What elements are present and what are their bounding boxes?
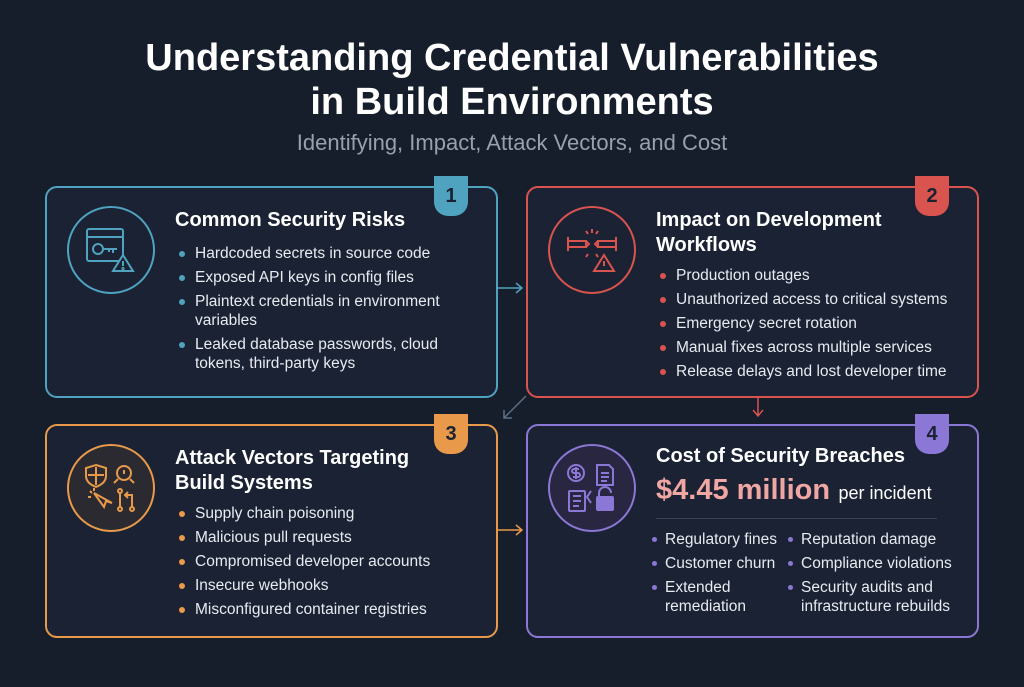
step-badge-3: 3 bbox=[434, 414, 468, 454]
dollar-document-clipboard-lock-icon bbox=[548, 444, 636, 532]
cost-list-left: Regulatory fines Customer churn Extended… bbox=[652, 530, 782, 621]
impact-list: Production outages Unauthorized access t… bbox=[658, 266, 978, 386]
list-item: Exposed API keys in config files bbox=[177, 268, 477, 287]
list-item: Compliance violations bbox=[788, 554, 963, 573]
card-title: Common Security Risks bbox=[175, 209, 406, 231]
card-cost-of-breaches: 4 Cost of Security Breaches $4.45 millio… bbox=[526, 414, 979, 638]
card-title: Attack Vectors Targeting Build Systems bbox=[175, 447, 410, 494]
cost-amount: $4.45 million bbox=[656, 474, 831, 506]
list-item: Malicious pull requests bbox=[177, 528, 497, 547]
connector-arrow-2-3 bbox=[503, 395, 527, 419]
attack-vector-list: Supply chain poisoning Malicious pull re… bbox=[177, 504, 497, 624]
list-item: Reputation damage bbox=[788, 530, 963, 549]
card-impact-development-workflows: 2 Impact on Development Workflows Produc… bbox=[526, 176, 979, 398]
list-item: Leaked database passwords, cloud tokens,… bbox=[177, 335, 477, 373]
list-item: Customer churn bbox=[652, 554, 782, 573]
page-subtitle: Identifying, Impact, Attack Vectors, and… bbox=[296, 130, 728, 155]
shield-bug-cursor-pullrequest-icon bbox=[67, 444, 155, 532]
list-item: Manual fixes across multiple services bbox=[658, 338, 978, 357]
step-badge-2: 2 bbox=[915, 176, 949, 216]
cost-list-right: Reputation damage Compliance violations … bbox=[788, 530, 963, 621]
list-item: Compromised developer accounts bbox=[177, 552, 497, 571]
list-item: Production outages bbox=[658, 266, 978, 285]
title-line-1: Understanding Credential Vulnerabilities bbox=[145, 37, 879, 79]
connector-arrow-1-2 bbox=[498, 282, 524, 294]
page-title: Understanding Credential Vulnerabilities… bbox=[0, 36, 1024, 124]
step-badge-4: 4 bbox=[915, 414, 949, 454]
card-common-security-risks: 1 Common Security Risks Hardcoded secret… bbox=[45, 176, 498, 398]
list-item: Security audits and infrastructure rebui… bbox=[788, 578, 963, 616]
list-item: Release delays and lost developer time bbox=[658, 362, 978, 381]
card-title: Cost of Security Breaches bbox=[656, 445, 905, 467]
cost-figure: $4.45 million per incident bbox=[656, 474, 932, 507]
title-line-2: in Build Environments bbox=[310, 81, 714, 123]
list-item: Misconfigured container registries bbox=[177, 600, 497, 619]
cost-suffix: per incident bbox=[838, 483, 932, 503]
list-item: Emergency secret rotation bbox=[658, 314, 978, 333]
list-item: Extended remediation bbox=[652, 578, 755, 616]
risk-list: Hardcoded secrets in source code Exposed… bbox=[177, 244, 477, 378]
step-badge-1: 1 bbox=[434, 176, 468, 216]
list-item: Plaintext credentials in environment var… bbox=[177, 292, 477, 330]
list-item: Regulatory fines bbox=[652, 530, 782, 549]
browser-key-warning-icon bbox=[67, 206, 155, 294]
connector-arrow-2-4 bbox=[752, 396, 764, 418]
card-title: Impact on Development Workflows bbox=[656, 209, 882, 256]
card-attack-vectors: 3 Attack Vectors Targeting Build Systems… bbox=[45, 414, 498, 638]
list-item: Insecure webhooks bbox=[177, 576, 497, 595]
list-item: Unauthorized access to critical systems bbox=[658, 290, 978, 309]
divider bbox=[656, 518, 937, 519]
list-item: Hardcoded secrets in source code bbox=[177, 244, 477, 263]
list-item: Supply chain poisoning bbox=[177, 504, 497, 523]
connector-arrow-3-4 bbox=[498, 524, 524, 536]
cost-factors: Regulatory fines Customer churn Extended… bbox=[652, 530, 963, 621]
broken-pipe-warning-icon bbox=[548, 206, 636, 294]
